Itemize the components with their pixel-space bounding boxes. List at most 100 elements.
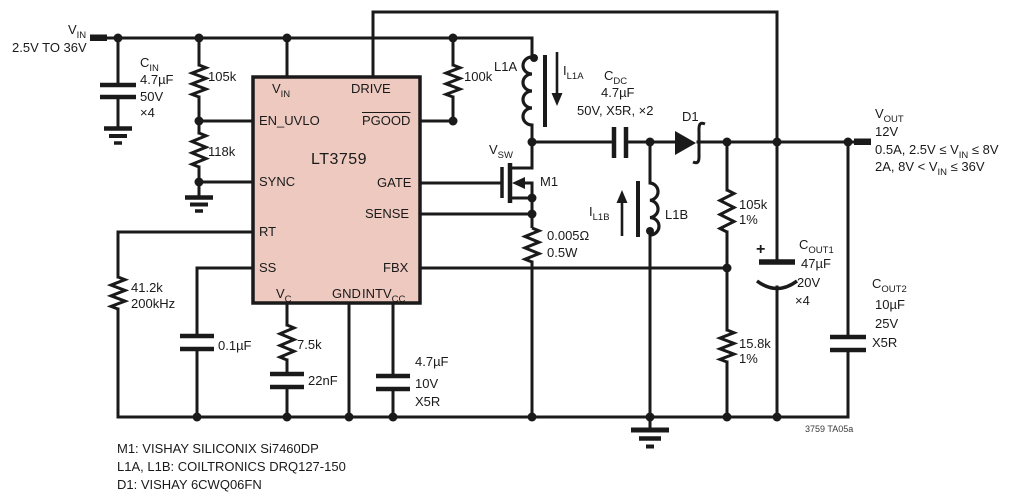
- note-m1: M1: VISHAY SILICONIX Si7460DP: [117, 441, 319, 456]
- pin-ss: SS: [259, 260, 277, 275]
- cintvcc-value-label: 4.7µF: [415, 354, 449, 369]
- resistor-105k-uvlo: [187, 63, 211, 99]
- pin-vc-main: V: [276, 286, 285, 301]
- il1b-sub: L1B: [592, 211, 610, 223]
- l1a-label: L1A: [494, 59, 518, 74]
- cdc-ref-main: C: [604, 68, 614, 83]
- vsw-sub: SW: [497, 149, 513, 161]
- il1b-main: I: [589, 204, 593, 219]
- l1b-label: L1B: [665, 207, 689, 222]
- junction-dots: [113, 33, 853, 422]
- l1b-phase-dot: [646, 227, 654, 235]
- diode-d1-symbol: [675, 121, 706, 165]
- cdc-value-label: 4.7µF: [601, 85, 635, 100]
- ground-icon-cin: [104, 126, 132, 145]
- cout2-type-label: X5R: [872, 335, 898, 350]
- note-l1: L1A, L1B: COILTRONICS DRQ127-150: [117, 459, 346, 474]
- vout-spec1-sub: IN: [958, 149, 969, 161]
- d1-schottky-bar: [692, 121, 706, 165]
- rsense-value-label: 0.005Ω: [547, 228, 590, 243]
- vin-range-label: 2.5V TO 36V: [12, 40, 87, 55]
- il1a-main: I: [563, 63, 567, 78]
- vout-spec2-post: ≤ 36V: [947, 159, 985, 174]
- cin-value-label: 4.7µF: [140, 72, 174, 87]
- wire-vin-rail: [104, 36, 534, 59]
- l1a-phase-dot: [530, 54, 538, 62]
- wire-rt: [116, 230, 255, 419]
- vout-label: VOUT: [875, 106, 904, 124]
- pin-intvcc-sub: CC: [391, 293, 406, 305]
- pin-en-uvlo: EN_UVLO: [259, 113, 320, 128]
- resistor-7k5: [276, 323, 298, 362]
- vout-spec1-pre: 0.5A, 2.5V ≤ V: [875, 142, 959, 157]
- d1-triangle: [675, 131, 696, 155]
- vin-source-main: V: [68, 22, 77, 37]
- cdc-spec-label: 50V, X5R, ×2: [577, 103, 654, 118]
- resistor-118k: [187, 131, 211, 169]
- m1-drain-lead: [510, 142, 534, 170]
- ground-icon-main: [631, 427, 669, 449]
- resistor-100k: [441, 63, 465, 99]
- note-d1: D1: VISHAY 6CWQ06FN: [117, 477, 262, 492]
- pin-vin-sub: IN: [280, 88, 291, 100]
- capacitor-vc: [270, 371, 304, 390]
- pin-sync: SYNC: [259, 174, 296, 189]
- cintvcc-voltage-label: 10V: [415, 376, 439, 391]
- vsw-main: V: [489, 142, 498, 157]
- current-arrow-il1b: [616, 190, 628, 236]
- cout1-ref-label: COUT1: [799, 237, 834, 255]
- cin-ref-sub: IN: [149, 62, 159, 74]
- wire-pgood-100k: [418, 36, 455, 123]
- pin-pgood-text: PGOOD: [362, 113, 411, 128]
- capacitor-cin: [100, 82, 136, 100]
- rfb-top-tol-label: 1%: [739, 212, 758, 227]
- phasing-dots: [530, 54, 654, 235]
- wire-ss: [195, 266, 255, 419]
- il1b-label: IL1B: [589, 204, 610, 222]
- vout-spec1-post: ≤ 8V: [968, 142, 999, 157]
- vout-spec2-pre: 2A, 8V < V: [875, 159, 938, 174]
- capacitor-intvcc: [376, 373, 410, 392]
- il1a-arrowhead: [551, 93, 563, 106]
- vout-sub: OUT: [883, 113, 904, 125]
- l1a-coil: [521, 55, 533, 127]
- cout1-qty-label: ×4: [795, 293, 810, 308]
- resistors: [106, 63, 739, 364]
- cout1-ref-main: C: [799, 237, 809, 252]
- vout-spec2-label: 2A, 8V < VIN ≤ 36V: [875, 159, 985, 177]
- current-arrow-il1a: [551, 52, 563, 106]
- il1b-arrowhead: [616, 190, 628, 203]
- pin-intvcc: INTVCC: [362, 286, 405, 304]
- pin-vin: VIN: [272, 81, 290, 99]
- cout2-ref-main: C: [872, 276, 882, 291]
- rt-frequency-label: 200kHz: [131, 296, 176, 311]
- capacitors: [100, 82, 866, 392]
- pin-rt: RT: [259, 224, 277, 239]
- r100k-label: 100k: [464, 69, 493, 84]
- resistor-fb-15k8: [715, 328, 739, 364]
- capacitor-cout2: [830, 334, 866, 353]
- il1a-label: IL1A: [563, 63, 584, 81]
- wire-uvlo-divider: [197, 36, 255, 199]
- cin-voltage-label: 50V: [140, 89, 164, 104]
- pin-gnd: GND: [332, 286, 361, 301]
- pin-gate: GATE: [377, 175, 412, 190]
- ic-body: [251, 75, 422, 305]
- ground-icon-sync: [185, 195, 213, 213]
- m1-body-arrow: [512, 177, 525, 189]
- pin-pgood: PGOOD: [362, 113, 411, 128]
- rfb-bot-value-label: 15.8k: [739, 336, 771, 351]
- rfb-bot-tol-label: 1%: [739, 351, 758, 366]
- cdc-ref-label: CDC: [604, 68, 627, 86]
- capacitor-ss: [180, 333, 214, 352]
- cout1-ref-sub: OUT1: [808, 244, 834, 256]
- resistor-fb-105k: [716, 188, 738, 234]
- vout-spec1-label: 0.5A, 2.5V ≤ VIN ≤ 8V: [875, 142, 999, 160]
- cout2-ref-label: COUT2: [872, 276, 907, 294]
- wire-drive-top-rail: [371, 10, 779, 144]
- inductor-l1b: [636, 181, 661, 237]
- m1-body-lead: [523, 181, 534, 198]
- css-value-label: 0.1µF: [218, 338, 252, 353]
